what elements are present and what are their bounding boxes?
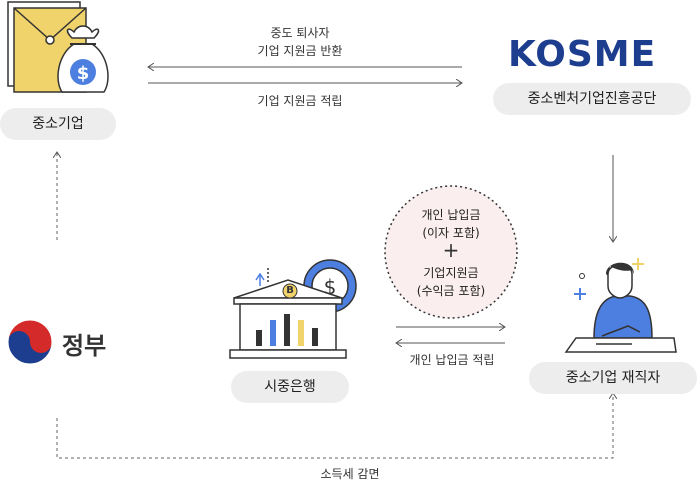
employee-label: 중소기업 재직자 bbox=[529, 362, 697, 394]
accumulate-label: 기업 지원금 적립 bbox=[257, 94, 343, 108]
circle-line2: (이자 포함) bbox=[422, 226, 480, 240]
kosme-logo-text: KOSME bbox=[508, 34, 657, 75]
circle-line4: (수익금 포함) bbox=[416, 284, 486, 298]
refund-label-line1: 중도 퇴사자 bbox=[270, 26, 330, 40]
svg-text:$: $ bbox=[77, 63, 90, 84]
personal-deposit-label: 개인 납입금 적립 bbox=[409, 353, 495, 367]
circle-plus: + bbox=[442, 238, 460, 262]
envelope-money-bag-icon: $ bbox=[7, 1, 109, 93]
bank-building-icon: $ bbox=[229, 259, 357, 359]
refund-label-line2: 기업 지원금 반환 bbox=[257, 44, 343, 58]
tax-label: 소득세 감면 bbox=[320, 467, 380, 481]
kosme-logo: KOSME bbox=[508, 36, 684, 74]
kosme-label: 중소벤처기업진흥공단 bbox=[493, 83, 691, 115]
bank-badge: B bbox=[286, 285, 294, 296]
circle-line1: 개인 납입금 bbox=[421, 208, 481, 222]
taegeuk-emblem-icon bbox=[7, 319, 53, 365]
fund-circle bbox=[384, 185, 518, 319]
sme-label: 중소기업 bbox=[0, 108, 116, 140]
employee-desk-icon bbox=[564, 258, 677, 353]
dashed-tax-path bbox=[56, 393, 613, 459]
government-label: 정부 bbox=[62, 332, 107, 360]
bank-label: 시중은행 bbox=[231, 371, 349, 403]
circle-line3: 기업지원금 bbox=[423, 266, 479, 280]
fund-circle-text: 개인 납입금 (이자 포함) + 기업지원금 (수익금 포함) bbox=[383, 184, 519, 320]
